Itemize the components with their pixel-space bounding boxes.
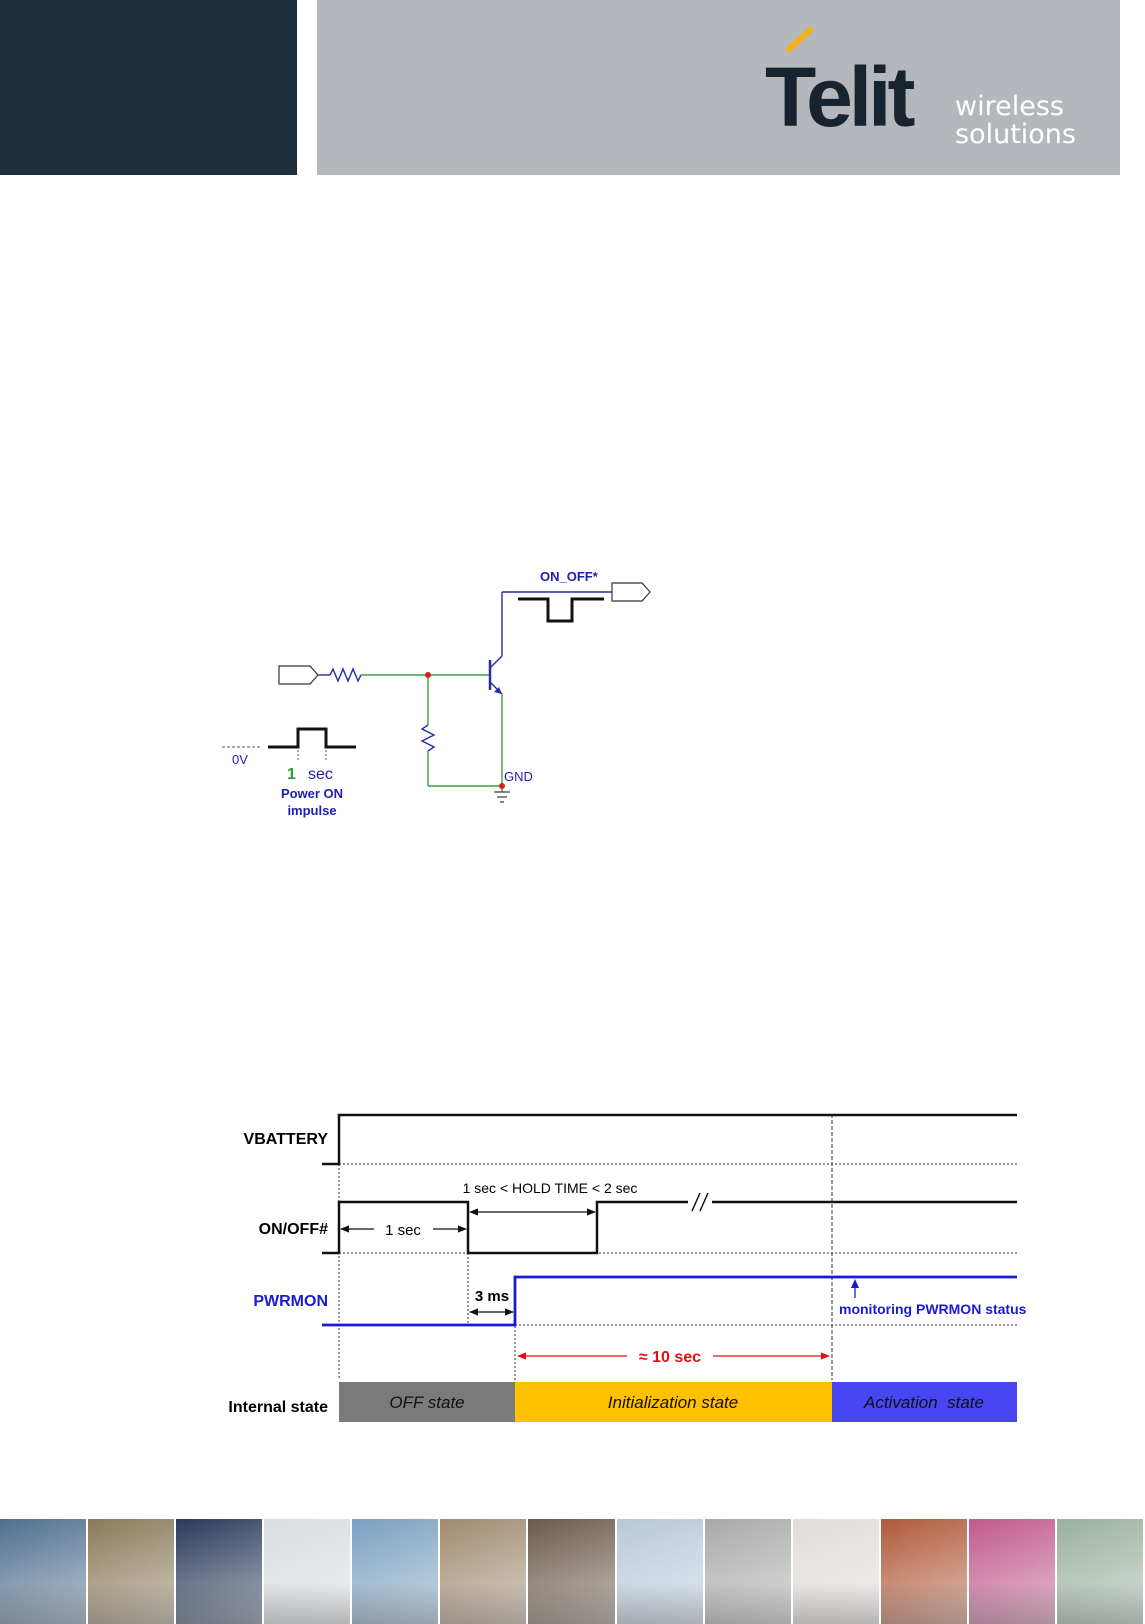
photo-shade	[617, 1582, 703, 1624]
photo-shade	[528, 1582, 614, 1624]
three-ms-label: 3 ms	[475, 1288, 509, 1305]
security-camera-photo	[1057, 1519, 1145, 1624]
break-mark-2	[700, 1193, 708, 1211]
vbattery-label: VBATTERY	[244, 1131, 329, 1148]
photo-shade	[88, 1582, 174, 1624]
train-station-photo	[881, 1519, 969, 1624]
header-dark-panel	[0, 0, 297, 175]
output-label: ON_OFF*	[540, 569, 599, 584]
footer-photo-strip	[0, 1519, 1145, 1624]
shipping-containers-photo	[88, 1519, 176, 1624]
card-terminal-photo	[440, 1519, 528, 1624]
pulse-width-unit: sec	[308, 766, 333, 783]
power-on-timing-diagram: VBATTERY ON/OFF# 1 sec 1 sec < HOLD TIME…	[200, 1100, 1045, 1430]
ten-sec-label: ≈ 10 sec	[639, 1349, 701, 1366]
gnd-label: GND	[504, 769, 533, 784]
input-connector	[279, 666, 318, 684]
one-sec-label: 1 sec	[385, 1222, 421, 1239]
keyboard-photo	[264, 1519, 352, 1624]
pulse-width-value: 1	[287, 766, 296, 783]
wind-turbines-photo	[617, 1519, 705, 1624]
logo-word: Telit	[765, 55, 911, 139]
break-mark-1	[692, 1193, 700, 1211]
photo-shade	[881, 1582, 967, 1624]
base-node	[425, 672, 431, 678]
onoff-waveform	[322, 1202, 688, 1253]
logo-tagline-2: solutions	[955, 121, 1076, 149]
photo-shade	[793, 1582, 879, 1624]
utility-meters-photo	[705, 1519, 793, 1624]
hold-time-label: 1 sec < HOLD TIME < 2 sec	[463, 1180, 638, 1196]
corridor-photo	[793, 1519, 881, 1624]
logo-tagline-1: wireless	[955, 93, 1064, 121]
transistor-collector	[490, 656, 502, 668]
photo-shade	[440, 1582, 526, 1624]
input-pulse-shape	[268, 729, 356, 747]
photo-shade	[969, 1582, 1055, 1624]
stats-sign-photo	[0, 1519, 88, 1624]
photo-shade	[176, 1582, 262, 1624]
monitoring-arrow-head	[851, 1279, 859, 1288]
digital-clock-photo	[176, 1519, 264, 1624]
vending-machine-photo	[528, 1519, 616, 1624]
packaging-photo	[969, 1519, 1057, 1624]
base-resistor	[330, 669, 361, 681]
activation-state-label: Activation state	[863, 1393, 984, 1412]
pwrmon-label: PWRMON	[253, 1293, 328, 1310]
initialization-state-label: Initialization state	[608, 1393, 738, 1412]
monitoring-label: monitoring PWRMON status	[839, 1301, 1027, 1317]
cyclist-photo	[352, 1519, 440, 1624]
telit-logo: Telit wireless solutions	[765, 45, 1085, 155]
pulldown-resistor	[422, 725, 434, 751]
photo-shade	[1057, 1582, 1143, 1624]
internal-state-label: Internal state	[228, 1399, 328, 1416]
photo-shade	[352, 1582, 438, 1624]
output-connector	[612, 583, 650, 601]
pulse-caption-line2: impulse	[287, 803, 336, 818]
onoff-label: ON/OFF#	[259, 1221, 328, 1238]
vbattery-waveform	[322, 1115, 1017, 1164]
off-state-label: OFF state	[389, 1393, 464, 1412]
output-pulse-shape	[518, 599, 604, 621]
ground-node	[499, 783, 505, 789]
pulse-caption-line1: Power ON	[281, 786, 343, 801]
photo-shade	[705, 1582, 791, 1624]
zero-volt-label: 0V	[232, 752, 248, 767]
power-on-circuit: ON_OFF* GND 0V 1 sec Power ON impulse	[200, 555, 660, 825]
photo-shade	[0, 1582, 86, 1624]
photo-shade	[264, 1582, 350, 1624]
